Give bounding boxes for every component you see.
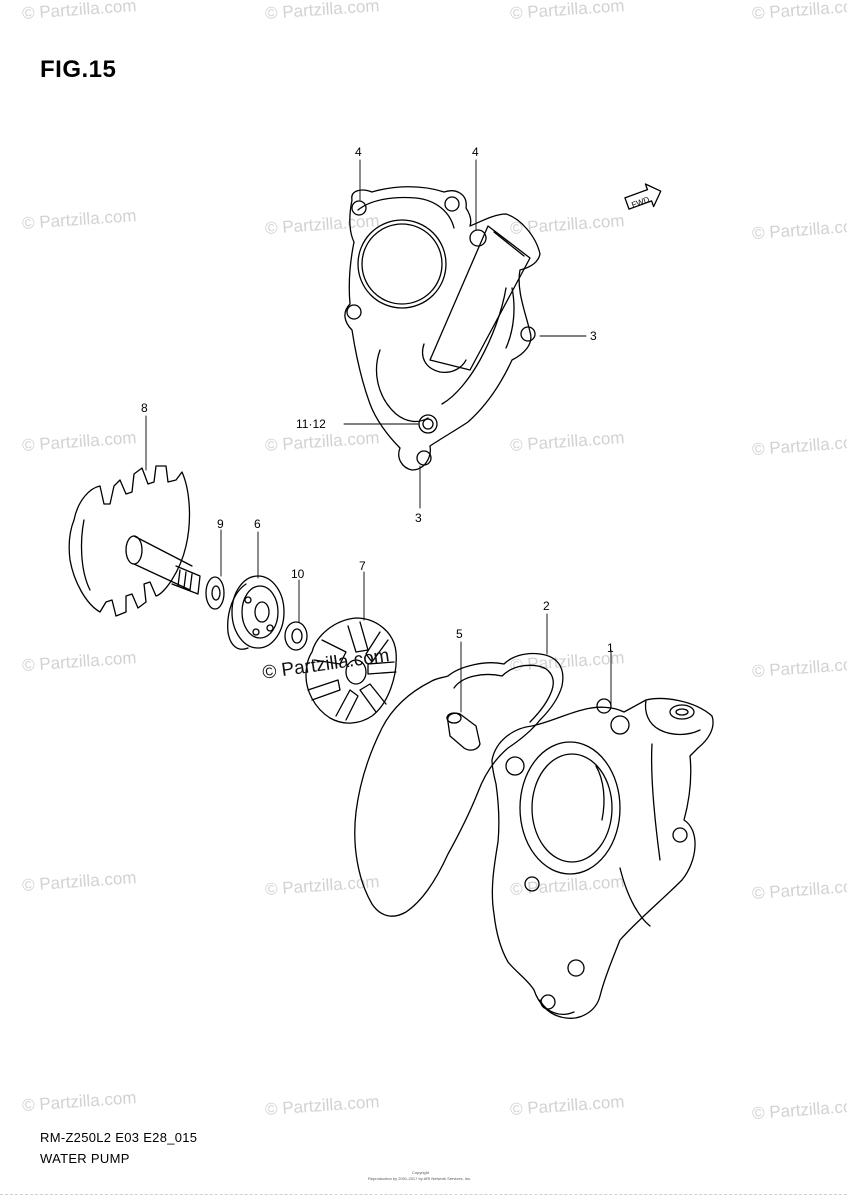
callout-3a: 3 [590,329,597,343]
oil-seal [284,621,308,651]
callout-7: 7 [359,559,366,573]
gasket-o-ring [354,652,564,917]
impeller [305,617,397,724]
fwd-arrow [624,183,662,210]
callout-6: 6 [254,517,261,531]
page-bottom-border [0,1194,847,1195]
callout-4b: 4 [472,145,479,159]
pump-cover [344,186,541,471]
figure-title: FIG.15 [40,56,117,83]
washer [205,576,225,610]
leader-lines [145,159,612,713]
callout-8: 8 [141,401,148,415]
callout-9: 9 [217,517,224,531]
dowel-pin [446,712,481,751]
callout-3b: 3 [415,511,422,525]
copyright-line-1: Copyright [412,1170,430,1175]
diagram-code: RM-Z250L2 E03 E28_015 [40,1130,198,1145]
callout-10: 10 [291,567,305,581]
callout-2: 2 [543,599,550,613]
diagram-name: WATER PUMP [40,1151,130,1166]
impeller-shaft-gear [68,465,201,617]
callout-labels: 4 4 3 11·12 3 8 9 6 10 7 2 5 1 FWD [141,145,651,655]
callout-5: 5 [456,627,463,641]
pump-body [491,697,714,1019]
callout-4a: 4 [355,145,362,159]
bearing [227,575,285,650]
callout-1: 1 [607,641,614,655]
copyright-line-2: Reproduction by 2001-2017 by ARI Network… [368,1176,472,1181]
callout-11-12: 11·12 [296,417,326,431]
fwd-label: FWD [630,195,650,210]
